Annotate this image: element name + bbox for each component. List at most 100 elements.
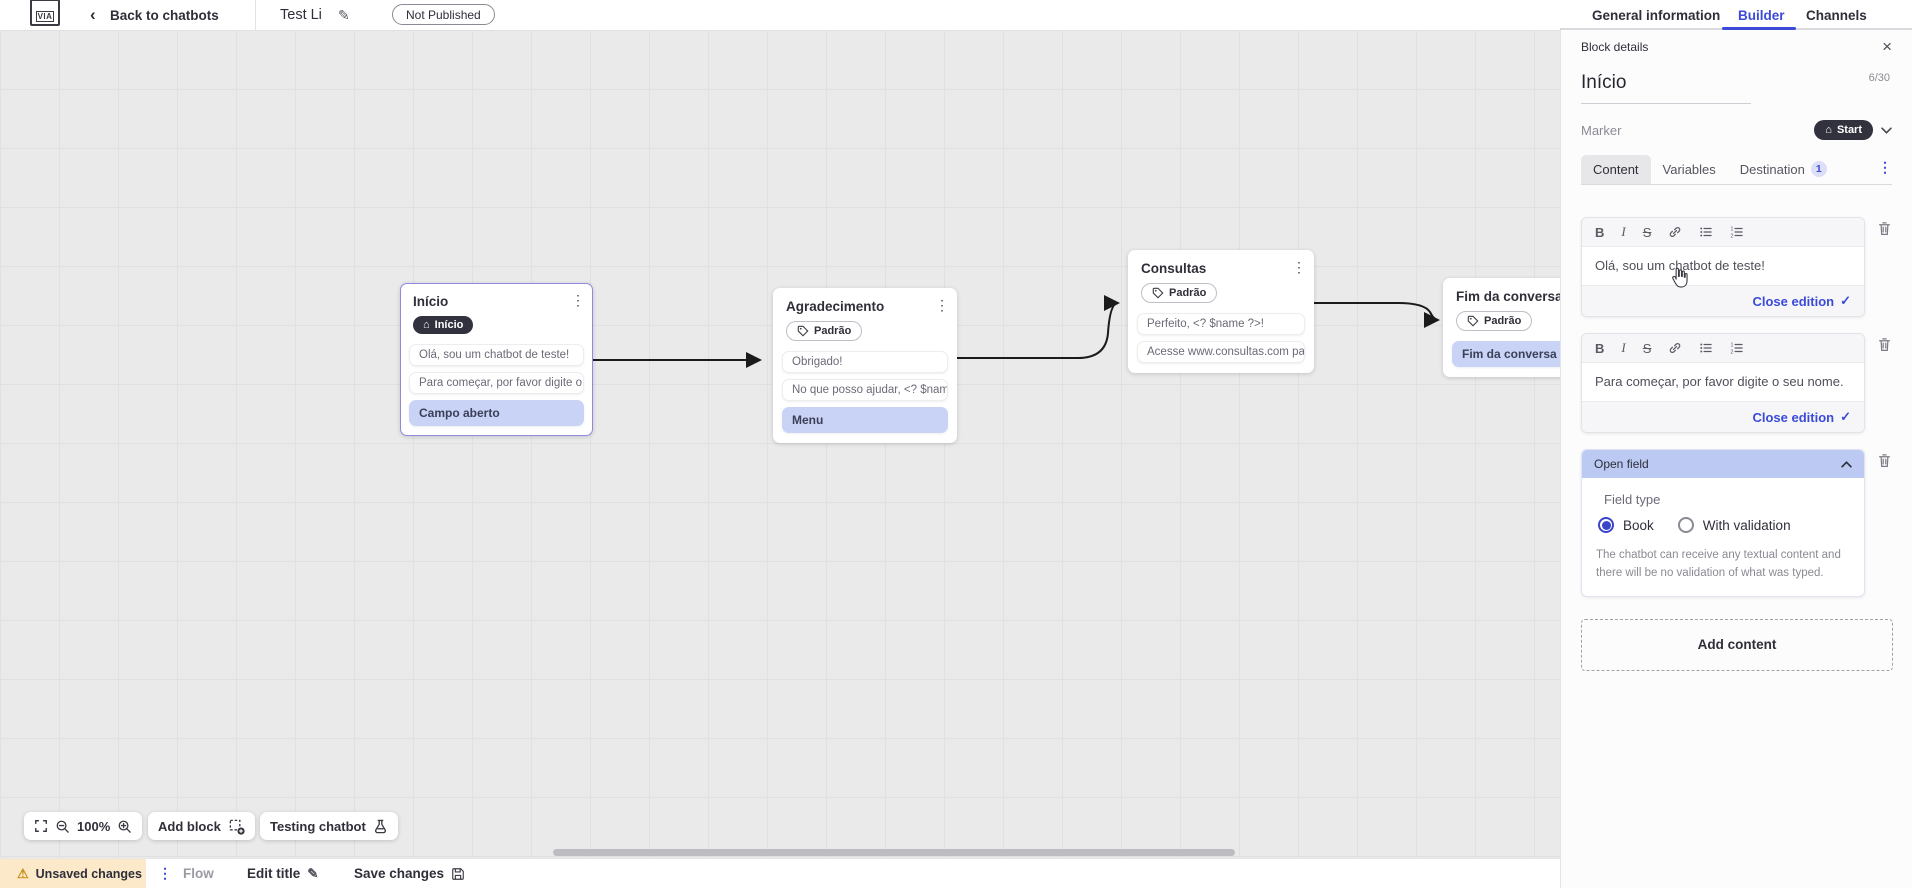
zoom-in-icon[interactable] [117,819,132,834]
block-items: Fim da conversa [1452,341,1560,367]
radio-unselected-icon[interactable] [1677,517,1694,534]
block-item-selected[interactable]: Campo aberto [409,400,584,426]
block-item[interactable]: Perfeito, <? $name ?>! [1137,313,1305,335]
edit-title-label: Edit title [247,866,301,881]
tab-channels[interactable]: Channels [1806,7,1867,23]
close-panel-icon[interactable]: × [1882,37,1892,56]
add-block-button[interactable]: Add block [148,812,255,840]
editor-text[interactable]: Para começar, por favor digite o seu nom… [1582,363,1864,402]
unsaved-changes-label: Unsaved changes [35,866,142,881]
edit-title-button[interactable]: Edit title ✎ [247,859,319,888]
flow-canvas[interactable]: Início ⋮ ⌂ Início Olá, sou um chatbot de… [0,30,1560,858]
wire-consultas-fim [1314,302,1440,328]
tag-icon [1467,315,1479,327]
radio-selected-icon[interactable] [1598,517,1614,534]
marker-label: Marker [1581,122,1622,138]
tab-builder[interactable]: Builder [1738,7,1785,23]
panel-header-title: Block details [1581,40,1649,54]
testing-chatbot-button[interactable]: Testing chatbot [260,812,398,840]
marker-pill-label: Início [434,319,464,331]
delete-content-icon[interactable] [1877,337,1892,353]
radio-option-book[interactable]: Book [1598,517,1654,534]
link-icon[interactable] [1668,341,1682,355]
block-name-input[interactable]: Início [1581,72,1751,104]
chatbot-title[interactable]: Test Li [280,7,322,23]
block-item[interactable]: Obrigado! [782,351,948,373]
open-field-body: Field type Book With validation The [1582,478,1864,596]
flow-block-inicio[interactable]: Início ⋮ ⌂ Início Olá, sou um chatbot de… [400,283,593,436]
link-icon[interactable] [1668,225,1682,239]
app-logo-icon: VIA [30,0,60,27]
radio-option-with-validation[interactable]: With validation [1677,517,1791,534]
open-field-header[interactable]: Open field [1582,450,1864,479]
close-edition-label: Close edition [1752,409,1835,425]
block-kebab-icon[interactable]: ⋮ [935,297,949,313]
marker-start-pill[interactable]: ⌂ Start [1814,120,1873,140]
character-counter: 6/30 [1868,72,1890,84]
block-kebab-icon[interactable]: ⋮ [571,292,585,308]
panel-tabs-kebab-icon[interactable]: ⋮ [1878,159,1892,175]
marker-row: Marker ⌂ Start [1561,104,1912,140]
strikethrough-icon[interactable]: S [1642,224,1652,240]
flow-menu-item[interactable]: Flow [183,866,214,881]
home-icon: ⌂ [1825,124,1832,136]
flask-icon [373,819,388,834]
close-edition-button[interactable]: Close edition ✓ [1582,285,1864,317]
strikethrough-icon[interactable]: S [1642,340,1652,356]
block-item-selected[interactable]: Menu [782,407,948,433]
delete-content-icon[interactable] [1877,221,1892,237]
block-kebab-icon[interactable]: ⋮ [1292,259,1306,275]
tab-destination[interactable]: Destination 1 [1728,154,1839,184]
warning-icon: ⚠ [17,865,29,881]
block-title: Fim da conversa [1456,289,1560,304]
save-icon [451,867,465,881]
topbar-divider [255,0,256,30]
block-items: Perfeito, <? $name ?>! Acesse www.consul… [1137,313,1305,363]
close-edition-button[interactable]: Close edition ✓ [1582,401,1864,433]
italic-icon[interactable]: I [1621,340,1626,356]
block-item[interactable]: Acesse www.consultas.com par... [1137,341,1305,363]
tab-content[interactable]: Content [1581,155,1651,184]
block-item-selected[interactable]: Fim da conversa [1452,341,1560,367]
back-chevron-icon[interactable]: ‹ [90,5,96,24]
save-changes-button[interactable]: Save changes [354,859,465,888]
svg-text:1: 1 [1731,226,1734,232]
tag-icon [797,325,809,337]
marker-chevron-down-icon[interactable] [1881,126,1892,134]
flow-block-fim-da-conversa[interactable]: Fim da conversa Padrão Fim da conversa [1443,278,1560,377]
bottombar-kebab-icon[interactable]: ⋮ [158,865,172,881]
bullet-list-icon[interactable] [1699,341,1713,355]
italic-icon[interactable]: I [1621,224,1626,239]
flow-block-agradecimento[interactable]: Agradecimento ⋮ Padrão Obrigado! No que … [773,288,957,443]
edit-title-pencil-icon[interactable]: ✎ [338,6,350,23]
tab-general-information[interactable]: General information [1592,7,1721,23]
back-to-chatbots-link[interactable]: Back to chatbots [110,7,219,23]
bold-icon[interactable]: B [1595,224,1605,240]
add-content-button[interactable]: Add content [1581,618,1893,671]
zoom-out-icon[interactable] [55,819,70,834]
bold-icon[interactable]: B [1595,340,1605,356]
svg-text:2: 2 [1731,349,1734,355]
builder-active-underline [1722,27,1796,30]
block-item[interactable]: No que posso ajudar, <? $name ... [782,379,948,401]
horizontal-scrollbar[interactable] [553,849,1235,856]
add-block-label: Add block [158,818,221,834]
marker-value-label: Start [1836,124,1862,136]
bullet-list-icon[interactable] [1699,225,1713,239]
panel-header: Block details × [1561,30,1912,60]
tab-variables[interactable]: Variables [1662,162,1716,177]
delete-content-icon[interactable] [1877,453,1892,469]
block-item[interactable]: Para começar, por favor digite o ... [409,372,584,394]
block-item[interactable]: Olá, sou um chatbot de teste! [409,344,584,366]
flow-block-consultas[interactable]: Consultas ⋮ Padrão Perfeito, <? $name ?>… [1128,250,1314,373]
fit-view-icon[interactable] [34,819,48,833]
editor-text[interactable]: Olá, sou um chatbot de teste! [1582,247,1864,286]
block-title: Agradecimento [786,299,885,314]
save-changes-label: Save changes [354,866,445,881]
